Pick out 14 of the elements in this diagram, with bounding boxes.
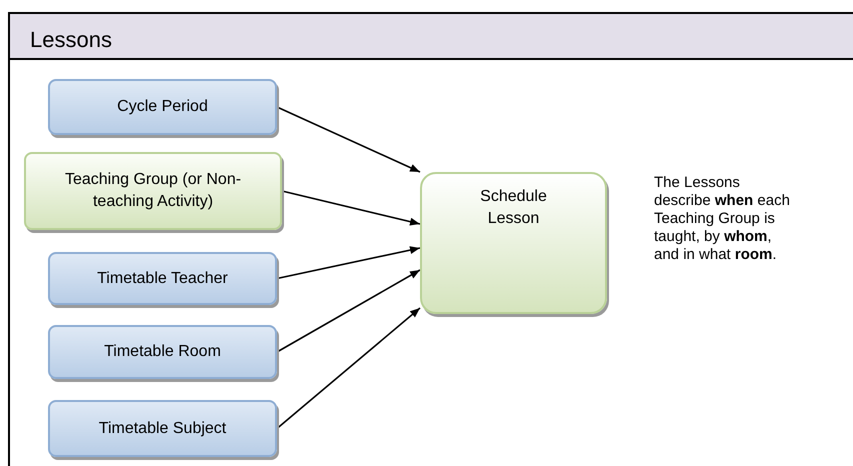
process-box: Timetable Subject xyxy=(48,400,277,457)
panel-title: Lessons xyxy=(30,26,112,54)
arrow xyxy=(276,307,421,430)
process-box: Schedule Lesson xyxy=(420,172,607,314)
process-box: Timetable Room xyxy=(48,325,277,379)
process-box: Timetable Teacher xyxy=(48,252,277,305)
arrow xyxy=(282,190,420,226)
arrow xyxy=(276,269,420,353)
process-box: Cycle Period xyxy=(48,79,277,135)
panel-frame xyxy=(8,12,853,466)
arrow xyxy=(276,106,420,173)
process-box: Teaching Group (or Non-teaching Activity) xyxy=(24,152,282,230)
description-note: The Lessons describe when each Teaching Group is taught, by whom, and in what room. xyxy=(654,174,791,264)
arrow xyxy=(276,246,420,280)
